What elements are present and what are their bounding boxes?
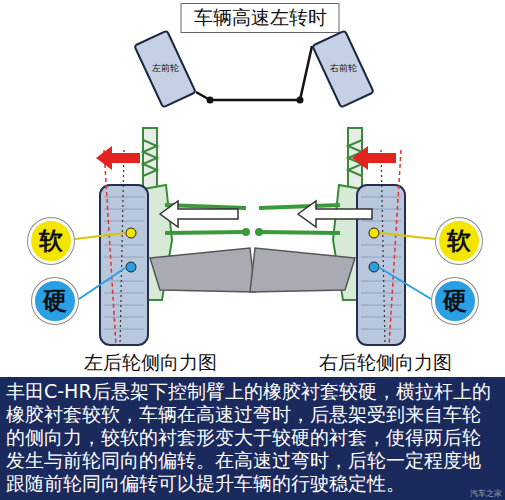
leader-line — [75, 233, 125, 239]
bushing-circle: 硬 — [432, 278, 478, 324]
figure-label: 右后轮侧向力图 — [319, 350, 452, 376]
watermark: 汽车之家 — [470, 488, 502, 499]
connector-line — [196, 46, 312, 100]
force-direction-arrow — [160, 201, 238, 227]
caption-text: 丰田C-HR后悬架下控制臂上的橡胶衬套较硬，横拉杆上的橡胶衬套较软，车辆在高速过… — [6, 380, 499, 495]
wheel-shape — [134, 31, 195, 108]
front-wheel: 左前轮 — [134, 30, 196, 108]
leader-line — [380, 233, 435, 239]
bushing-label: 硬 — [43, 288, 67, 314]
bushing-circle: 软 — [436, 218, 482, 264]
lateral-force-arrow — [96, 146, 140, 170]
front-wheel: 右前轮 — [312, 30, 374, 108]
title-box: 车辆高速左转时 — [181, 3, 340, 33]
joint-dot — [207, 97, 214, 104]
bushing-circle: 软 — [28, 218, 74, 264]
bushing-label: 软 — [39, 228, 63, 254]
right-rear-assembly — [250, 128, 405, 346]
leader-line — [380, 268, 431, 299]
title-text: 车辆高速左转时 — [194, 6, 327, 28]
wheel-shape — [312, 31, 373, 108]
tie-rod-linkage — [196, 46, 312, 104]
figure-label: 左后轮侧向力图 — [84, 350, 217, 376]
leader-line — [79, 268, 125, 299]
bushing-label: 软 — [447, 228, 471, 254]
bushing-circle: 硬 — [32, 278, 78, 324]
bushing-label: 硬 — [443, 288, 467, 314]
caption-panel: 丰田C-HR后悬架下控制臂上的橡胶衬套较硬，横拉杆上的橡胶衬套较软，车辆在高速过… — [0, 377, 505, 500]
joint-dot — [297, 97, 304, 104]
force-direction-arrow — [298, 201, 372, 227]
wheel-label: 左前轮 — [152, 64, 179, 74]
wheel-label: 右前轮 — [330, 64, 357, 74]
lateral-force-arrow — [352, 146, 396, 170]
